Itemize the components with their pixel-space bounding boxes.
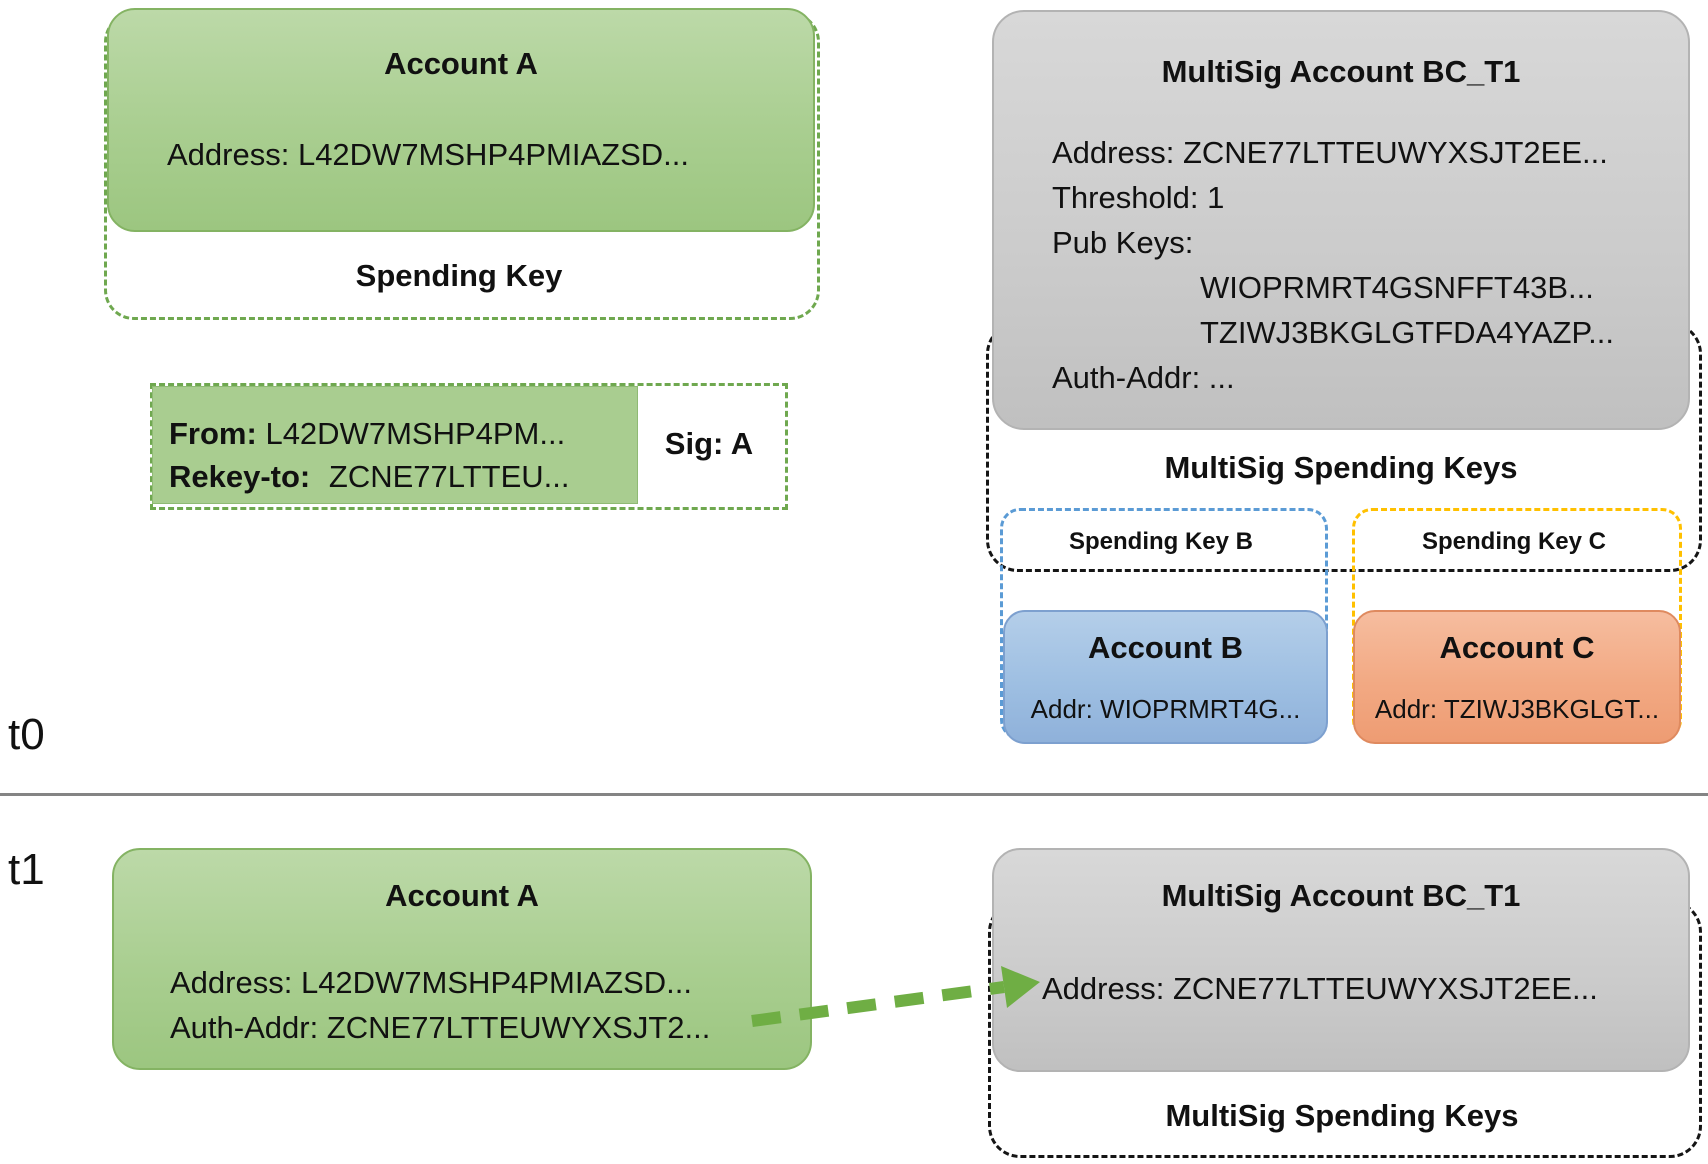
t0-multisig-pubkey-2: TZIWJ3BKGLGTFDA4YAZP...: [1200, 315, 1614, 350]
t0-multisig-address: Address: ZCNE77LTTEUWYXSJT2EE...: [1052, 135, 1608, 170]
t0-multisig-pubkey-1: WIOPRMRT4GSNFFT43B...: [1200, 270, 1594, 305]
t0-multisig-threshold: Threshold: 1: [1052, 180, 1225, 215]
t0-tx-sig-label: Sig: A: [664, 425, 754, 461]
t0-tx-rekey-label: Rekey-to:: [169, 459, 311, 494]
t0-account-c-title: Account C: [1439, 630, 1595, 665]
t0-spending-key-label: Spending Key: [355, 258, 563, 293]
t0-rekey-tx-container: [150, 383, 788, 510]
t0-multisig-details: Address: ZCNE77LTTEUWYXSJT2EE... Thresho…: [1052, 130, 1614, 400]
t0-multisig-spending-keys-title: MultiSig Spending Keys: [1164, 450, 1518, 485]
t0-account-c-addr: Addr: TZIWJ3BKGLGT...: [1374, 694, 1660, 724]
t0-spending-key-b-label: Spending Key B: [1068, 528, 1254, 555]
t1-account-a-box: Account A Address: L42DW7MSHP4PMIAZSD...…: [112, 848, 812, 1070]
t0-rekey-tx-box: From: L42DW7MSHP4PM... Rekey-to: ZCNE77L…: [152, 386, 638, 504]
t0-account-b-title: Account B: [1088, 630, 1243, 665]
t1-time-label: t1: [8, 845, 45, 894]
t0-account-a-box: Account A Address: L42DW7MSHP4PMIAZSD...: [107, 8, 815, 232]
t0-multisig-pubkeys-label: Pub Keys:: [1052, 225, 1194, 260]
t0-time-label: t0: [8, 710, 45, 759]
t1-account-a-details: Address: L42DW7MSHP4PMIAZSD... Auth-Addr…: [170, 960, 710, 1050]
t1-multisig-address: Address: ZCNE77LTTEUWYXSJT2EE...: [1042, 971, 1598, 1006]
t0-multisig-auth-addr: Auth-Addr: ...: [1052, 360, 1235, 395]
t0-multisig-title: MultiSig Account BC_T1: [1161, 54, 1521, 89]
t0-multisig-account-box: MultiSig Account BC_T1 Address: ZCNE77LT…: [992, 10, 1690, 430]
t0-tx-from-line: From: L42DW7MSHP4PM...: [169, 411, 565, 456]
t0-tx-from-label: From:: [169, 416, 257, 451]
t1-account-a-auth-addr: Auth-Addr: ZCNE77LTTEUWYXSJT2...: [170, 1010, 711, 1045]
t0-account-c-box: Account C Addr: TZIWJ3BKGLGT...: [1353, 610, 1681, 744]
t0-account-b-box: Account B Addr: WIOPRMRT4G...: [1003, 610, 1328, 744]
t0-account-a-address: Address: L42DW7MSHP4PMIAZSD...: [167, 137, 689, 172]
t0-account-a-title: Account A: [384, 46, 538, 81]
t1-account-a-title: Account A: [385, 878, 539, 913]
t0-tx-rekey-value: ZCNE77LTTEU...: [328, 459, 570, 494]
t1-multisig-account-box: MultiSig Account BC_T1 Address: ZCNE77LT…: [992, 848, 1690, 1072]
t0-tx-rekey-line: Rekey-to: ZCNE77LTTEU...: [169, 454, 569, 499]
t1-multisig-title: MultiSig Account BC_T1: [1161, 878, 1521, 913]
t1-multisig-spending-keys-title: MultiSig Spending Keys: [1165, 1098, 1519, 1133]
timeline-separator: [0, 793, 1708, 796]
t0-account-b-addr: Addr: WIOPRMRT4G...: [1030, 694, 1301, 724]
t0-tx-from-value: L42DW7MSHP4PM...: [265, 416, 566, 451]
t0-spending-key-c-label: Spending Key C: [1421, 528, 1607, 555]
t1-account-a-address: Address: L42DW7MSHP4PMIAZSD...: [170, 965, 692, 1000]
